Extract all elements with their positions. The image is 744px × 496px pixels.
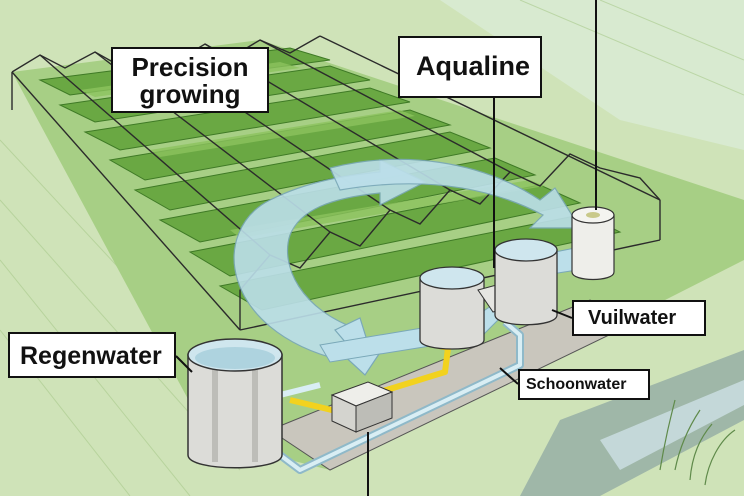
label-precision-growing: Precision growing — [111, 47, 269, 113]
label-aqualine: Aqualine — [398, 36, 542, 98]
return-pipe-inner — [278, 320, 522, 472]
ditch-reeds — [659, 399, 736, 486]
control-box — [330, 381, 394, 433]
storage-tank-small — [571, 206, 615, 281]
regenwater-tank — [187, 338, 283, 469]
label-regenwater: Regenwater — [8, 332, 176, 378]
ditch-water — [600, 380, 744, 470]
ditch — [520, 350, 744, 496]
leader-lines — [175, 0, 597, 385]
label-schoonwater: Schoonwater — [518, 369, 650, 400]
vuilwater-tank — [494, 238, 558, 326]
buffer-tank — [419, 266, 485, 350]
label-vuilwater: Vuilwater — [572, 300, 706, 336]
connector-pipe — [279, 382, 321, 398]
